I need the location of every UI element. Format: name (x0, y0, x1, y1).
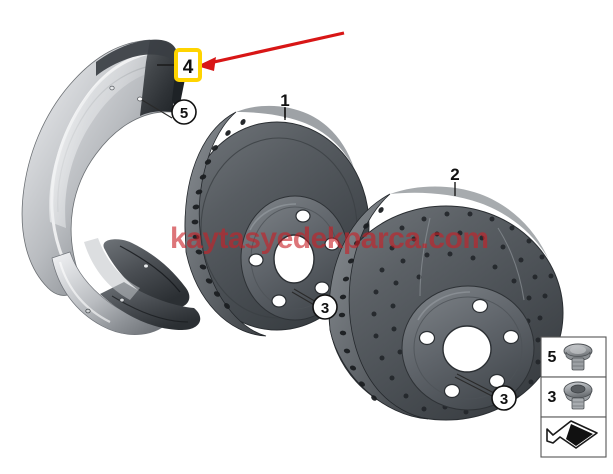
fastener-legend: 5 3 (540, 336, 607, 458)
callout-2: 2 (450, 165, 460, 196)
callout-4-label: 4 (183, 57, 194, 78)
callout-1-label: 1 (280, 91, 289, 110)
legend-item-5-label: 5 (548, 349, 557, 366)
callout-5: 5 (141, 99, 197, 125)
direction-ribbon-icon (546, 420, 598, 449)
callout-3a-label: 3 (321, 300, 329, 317)
legend-item-3-label: 3 (548, 389, 557, 406)
callout-3a: 3 (291, 288, 338, 320)
part-brake-dust-shield (21, 39, 201, 335)
callout-3b: 3 (454, 373, 517, 411)
callout-5-label: 5 (180, 105, 188, 122)
countersunk-screw-icon (563, 381, 593, 410)
callout-1: 1 (280, 91, 290, 120)
callout-4-highlight: 4 (174, 48, 202, 82)
callout-2-label: 2 (450, 165, 459, 184)
callout-3b-label: 3 (500, 391, 508, 408)
part-brake-disc-vented (184, 105, 370, 337)
red-pointer-arrow (197, 31, 345, 71)
part-brake-disc-perforated (328, 186, 564, 421)
hex-flange-bolt-icon (563, 343, 593, 371)
